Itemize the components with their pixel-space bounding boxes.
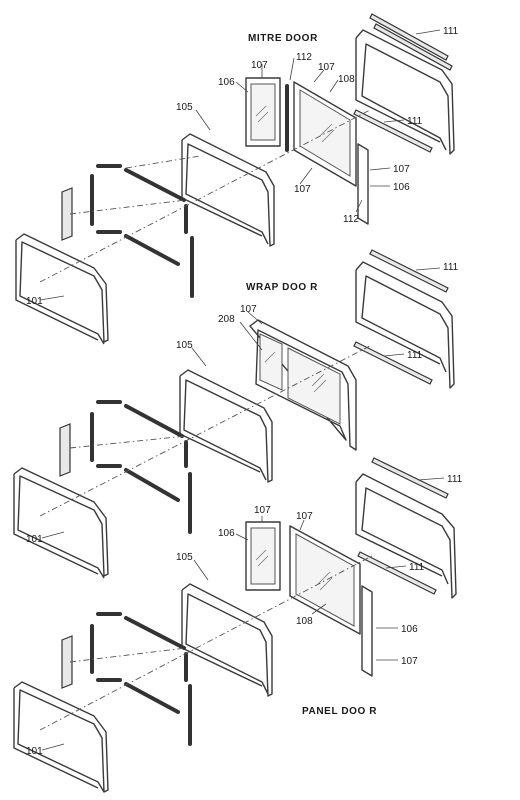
leaders <box>41 267 441 539</box>
label-111: 111 <box>443 262 459 273</box>
label-107: 107 <box>240 304 257 315</box>
panel-door-section: PANEL DOO R <box>13 457 463 793</box>
label-106: 106 <box>393 182 410 193</box>
label-105: 105 <box>176 552 193 563</box>
mitre-door-title: MITRE DOOR <box>248 33 318 44</box>
part-107-frame <box>293 81 357 187</box>
part-106-glass <box>245 521 281 591</box>
part-106-glass <box>245 77 281 147</box>
part-105-door-frame <box>179 369 273 483</box>
label-107: 107 <box>318 62 335 73</box>
label-106: 106 <box>218 528 235 539</box>
label-101: 101 <box>26 296 43 307</box>
label-106: 106 <box>218 77 235 88</box>
part-101-frame <box>13 467 109 579</box>
label-101: 101 <box>26 534 43 545</box>
panel-back-frame <box>355 473 457 599</box>
mitre-door-section: MITRE DOOR <box>15 13 459 345</box>
label-107: 107 <box>251 60 268 71</box>
hinge-parts <box>61 612 192 746</box>
hinge-parts <box>61 164 194 298</box>
wrap-door-section: WRAP DOO R <box>13 249 459 579</box>
label-107: 107 <box>254 505 271 516</box>
part-105-door-frame <box>181 133 275 247</box>
part-106-side-panel <box>361 585 373 677</box>
mitre-back-frame <box>355 29 455 155</box>
label-105: 105 <box>176 340 193 351</box>
leaders <box>41 477 445 751</box>
hinge-parts <box>59 400 192 534</box>
label-107: 107 <box>401 656 418 667</box>
part-111-bottom-rail <box>357 551 437 595</box>
assembly-axis <box>39 109 371 283</box>
label-111: 111 <box>443 26 459 37</box>
label-107: 107 <box>294 184 311 195</box>
label-111: 111 <box>409 562 425 573</box>
part-111-top-rail <box>369 13 453 71</box>
label-107: 107 <box>296 511 313 522</box>
panel-door-title: PANEL DOO R <box>302 706 377 717</box>
label-108: 108 <box>338 74 355 85</box>
wrap-back-frame <box>355 261 455 389</box>
part-101-frame <box>15 233 109 345</box>
part-208-wrap-glass <box>249 319 357 451</box>
label-101: 101 <box>26 746 43 757</box>
wrap-door-title: WRAP DOO R <box>246 282 318 293</box>
label-111: 111 <box>407 350 423 361</box>
label-111: 111 <box>447 474 463 485</box>
part-111-top-rail <box>371 457 449 499</box>
part-111-bottom-rail <box>353 341 433 385</box>
label-105: 105 <box>176 102 193 113</box>
part-101-frame <box>13 681 109 793</box>
label-112: 112 <box>343 214 359 225</box>
part-111-top-rail <box>369 249 449 293</box>
part-107-frame <box>289 525 361 635</box>
label-108: 108 <box>296 616 313 627</box>
part-106-side-panel <box>357 143 369 225</box>
label-107: 107 <box>393 164 410 175</box>
leaders <box>39 29 441 301</box>
label-111: 111 <box>407 116 423 127</box>
assembly-axis <box>39 555 373 731</box>
part-111-bottom-rail <box>353 109 433 153</box>
label-106: 106 <box>401 624 418 635</box>
label-112: 112 <box>296 52 312 63</box>
label-208: 208 <box>218 314 235 325</box>
part-105-door-frame <box>181 583 273 697</box>
assembly-axis <box>39 345 371 517</box>
